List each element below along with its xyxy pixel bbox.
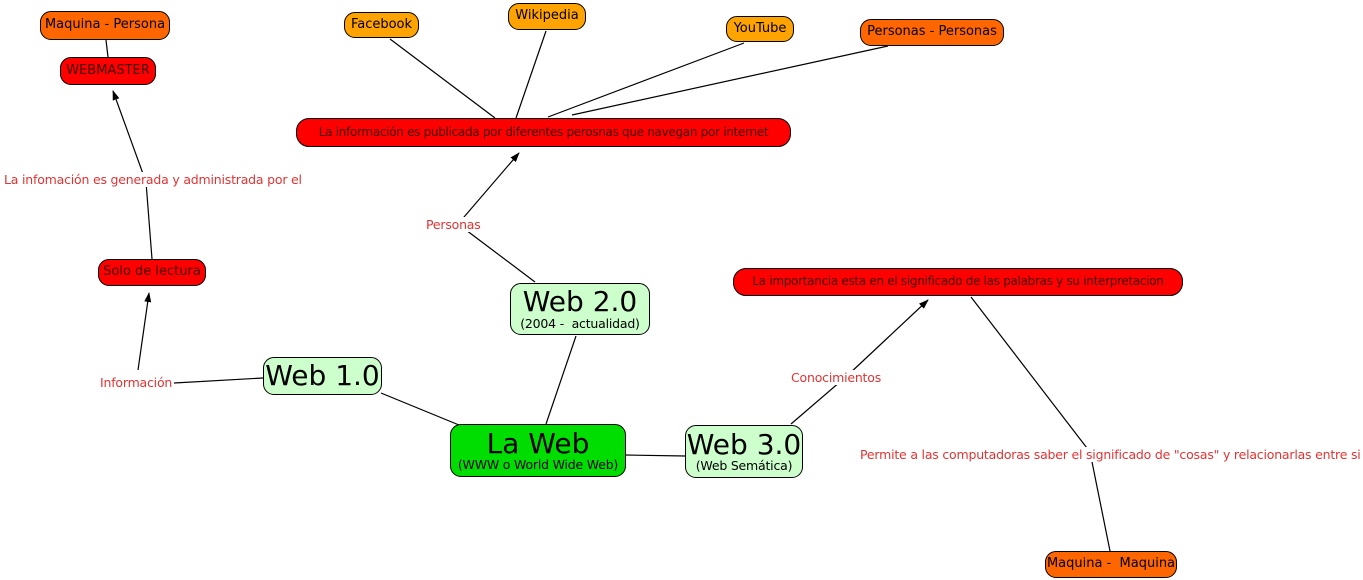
node-web-3-0[interactable]: Web 3.0 (Web Semática) [685,425,803,478]
node-web-2-0-title: Web 2.0 [522,285,638,319]
node-web-3-0-subtitle: (Web Semática) [695,458,793,473]
link-label-generada[interactable]: La infomación es generada y administrada… [2,172,304,187]
edge-importancia-maquinamaquina [970,296,1111,552]
node-youtube[interactable]: YouTube [726,16,794,42]
node-informacion-publicada-label: La información es publicada por diferent… [318,124,769,139]
edge-web30-importancia [790,299,929,425]
link-label-permite[interactable]: Permite a las computadoras saber el sign… [858,447,1363,462]
node-la-web-title: La Web [486,426,590,460]
node-web-1-0[interactable]: Web 1.0 [263,357,382,395]
edge-informacion-web10 [173,377,264,384]
node-youtube-label: YouTube [733,20,787,36]
edge-publicada-facebook [389,38,496,119]
node-maquina-maquina[interactable]: Maquina - Maquina [1045,551,1177,578]
node-web-2-0-subtitle: (2004 - actualidad) [520,315,640,331]
node-solo-de-lectura[interactable]: Solo de lectura [98,259,206,286]
edge-maquinapersona-webmaster [105,39,109,58]
node-wikipedia[interactable]: Wikipedia [508,3,586,30]
node-maquina-persona-label: Maquina - Persona [44,17,166,33]
node-la-web[interactable]: La Web (WWW o World Wide Web) [450,424,626,477]
link-label-conocimientos[interactable]: Conocimientos [789,370,884,385]
edge-publicada-personaspersonas [571,45,889,116]
node-facebook-label: Facebook [350,16,413,32]
node-wikipedia-label: Wikipedia [515,8,579,24]
node-importancia-banner[interactable]: La importancia esta en el significado de… [733,268,1183,296]
node-maquina-persona[interactable]: Maquina - Persona [40,11,170,40]
edge-web10-laweb [380,392,460,426]
link-label-personas[interactable]: Personas [424,217,483,232]
node-la-web-subtitle: (WWW o World Wide Web) [457,457,619,472]
node-webmaster[interactable]: WEBMASTER [60,57,156,85]
node-personas-personas-label: Personas - Personas [867,24,997,40]
link-label-informacion[interactable]: Información [98,375,175,390]
edge-publicada-youtube [547,42,745,118]
edge-publicada-wikipedia [515,30,547,119]
node-facebook[interactable]: Facebook [344,12,419,38]
node-web-1-0-title: Web 1.0 [265,359,380,393]
node-solo-de-lectura-label: Solo de lectura [103,264,201,280]
node-importancia-label: La importancia esta en el significado de… [752,274,1164,289]
node-web-3-0-title: Web 3.0 [686,427,802,461]
node-maquina-maquina-label: Maquina - Maquina [1046,556,1176,572]
node-personas-personas[interactable]: Personas - Personas [860,19,1004,46]
node-informacion-publicada-banner[interactable]: La información es publicada por diferent… [296,118,791,147]
node-webmaster-label: WEBMASTER [66,62,150,78]
edge-laweb-web30 [624,454,686,457]
node-web-2-0[interactable]: Web 2.0 (2004 - actualidad) [510,283,650,335]
edge-informacion-sololectura [137,292,152,371]
edge-laweb-web20 [545,335,577,425]
